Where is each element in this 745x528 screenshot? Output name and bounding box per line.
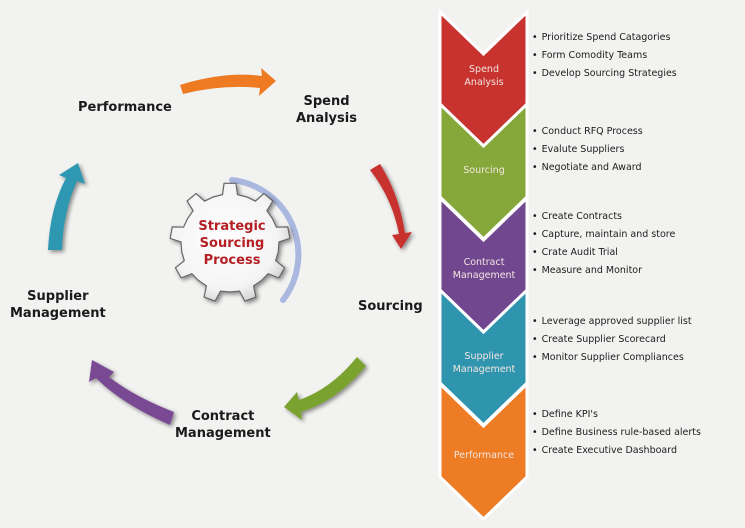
bullet-item: Conduct RFQ Process <box>532 123 643 141</box>
bullet-item: Evalute Suppliers <box>532 141 643 159</box>
process-chevrons <box>438 8 529 522</box>
cycle-label-supplier-management: Supplier Management <box>10 289 106 321</box>
cycle-label-spend-analysis: Spend Analysis <box>296 94 357 126</box>
bullet-item: Prioritize Spend Catagories <box>532 29 677 47</box>
bullet-item: Leverage approved supplier list <box>532 313 692 331</box>
stage-label-sourcing: Sourcing <box>463 165 505 176</box>
stage-label-supplier-management: Supplier Management <box>452 351 516 375</box>
cycle-label-performance: Performance <box>78 100 172 115</box>
bullet-item: Define KPI's <box>532 406 701 424</box>
center-title: Strategic Sourcing Process <box>198 219 266 268</box>
stage-label-performance: Performance <box>453 450 515 461</box>
stage-label-spend-analysis: Spend Analysis <box>464 64 504 88</box>
bullet-item: Create Supplier Scorecard <box>532 331 692 349</box>
chevron-performance <box>438 380 529 522</box>
bullet-item: Form Comodity Teams <box>532 47 677 65</box>
cycle-arrow-supplier-to-performance <box>48 163 85 250</box>
stage-bullets-contract-management: Create Contracts Capture, maintain and s… <box>532 208 676 280</box>
bullet-item: Create Contracts <box>532 208 675 226</box>
stage-bullets-sourcing: Conduct RFQ Process Evalute Suppliers Ne… <box>532 123 643 177</box>
bullet-item: Measure and Monitor <box>532 262 675 280</box>
bullet-item: Create Executive Dashboard <box>532 442 701 460</box>
bullet-item: Negotiate and Award <box>532 159 643 177</box>
bullet-item: Crate Audit Trial <box>532 244 675 262</box>
cycle-arrow-performance-to-spend <box>180 68 276 96</box>
cycle-arrow-spend-to-sourcing <box>370 164 412 249</box>
cycle-arrow-sourcing-to-contract <box>284 357 366 420</box>
bullet-item: Capture, maintain and store <box>532 226 676 244</box>
bullet-item: Monitor Supplier Compliances <box>532 349 692 367</box>
stage-bullets-spend-analysis: Prioritize Spend Catagories Form Comodit… <box>532 29 677 83</box>
cycle-label-sourcing: Sourcing <box>358 299 423 314</box>
cycle-label-contract-management: Contract Management <box>175 409 271 441</box>
stage-label-contract-management: Contract Management <box>452 257 516 281</box>
bullet-item: Develop Sourcing Strategies <box>532 65 677 83</box>
bullet-item: Define Business rule-based alerts <box>532 424 701 442</box>
cycle-arrow-contract-to-supplier <box>89 360 174 425</box>
stage-bullets-performance: Define KPI's Define Business rule-based … <box>532 406 701 460</box>
stage-bullets-supplier-management: Leverage approved supplier list Create S… <box>532 313 692 367</box>
gear-icon <box>169 177 302 303</box>
